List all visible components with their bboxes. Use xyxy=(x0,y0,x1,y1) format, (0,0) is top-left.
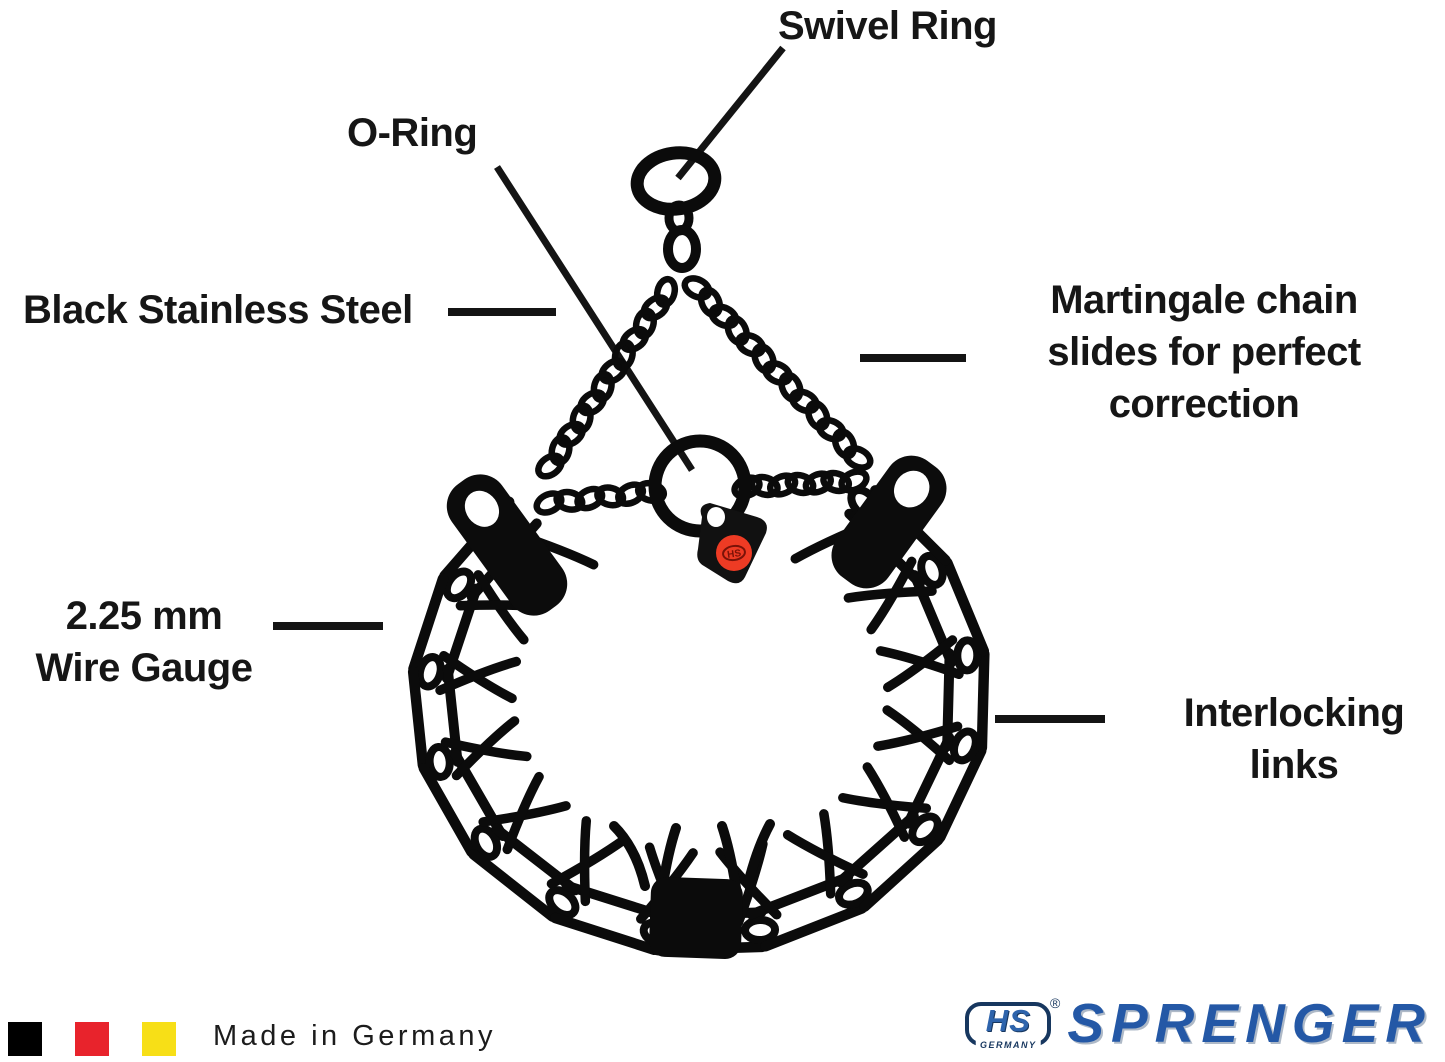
swivel-ring xyxy=(630,146,722,273)
tag-hs-logo: HS xyxy=(727,548,743,561)
label-o-ring: O-Ring xyxy=(347,111,478,155)
label-line: links xyxy=(1249,743,1339,787)
badge-hs-text: HS xyxy=(985,1002,1031,1038)
label-martingale: Martingale chain slides for perfect corr… xyxy=(1016,274,1392,430)
label-line: Martingale chain xyxy=(1050,278,1358,322)
label-interlocking-links: Interlocking links xyxy=(1152,687,1436,791)
german-flag-yellow-square xyxy=(142,1022,176,1056)
label-line: Wire Gauge xyxy=(35,646,253,690)
label-wire-gauge: 2.25 mm Wire Gauge xyxy=(8,590,280,694)
registered-trademark-icon: ® xyxy=(1049,994,1061,1011)
label-line: 2.25 mm xyxy=(65,594,223,638)
right-snap-plate xyxy=(831,455,947,589)
hs-badge-icon: HS GERMANY ® xyxy=(965,995,1060,1050)
label-line: correction xyxy=(1108,382,1300,426)
german-flag-black-square xyxy=(8,1022,42,1056)
made-in-germany-text: Made in Germany xyxy=(213,1020,496,1052)
label-line: Interlocking xyxy=(1183,691,1405,735)
left-snap-plate xyxy=(446,474,568,616)
german-flag-red-square xyxy=(75,1022,109,1056)
hs-brand-tag: HS xyxy=(697,503,767,584)
badge-country-text: GERMANY xyxy=(976,1039,1041,1050)
label-line: slides for perfect xyxy=(1047,330,1361,374)
label-black-stainless-steel: Black Stainless Steel xyxy=(23,288,413,332)
sprenger-brand-logo: HS GERMANY ® SPRENGER xyxy=(965,992,1432,1054)
tag-red-dot xyxy=(716,535,752,571)
sprenger-wordmark: SPRENGER xyxy=(1067,992,1432,1054)
label-swivel-ring: Swivel Ring xyxy=(778,4,998,48)
o-ring xyxy=(648,434,752,538)
bottom-center-plate xyxy=(609,819,775,960)
swivel-link xyxy=(663,225,701,273)
martingale-chain xyxy=(533,275,874,516)
leader-line-o-ring xyxy=(494,165,695,472)
